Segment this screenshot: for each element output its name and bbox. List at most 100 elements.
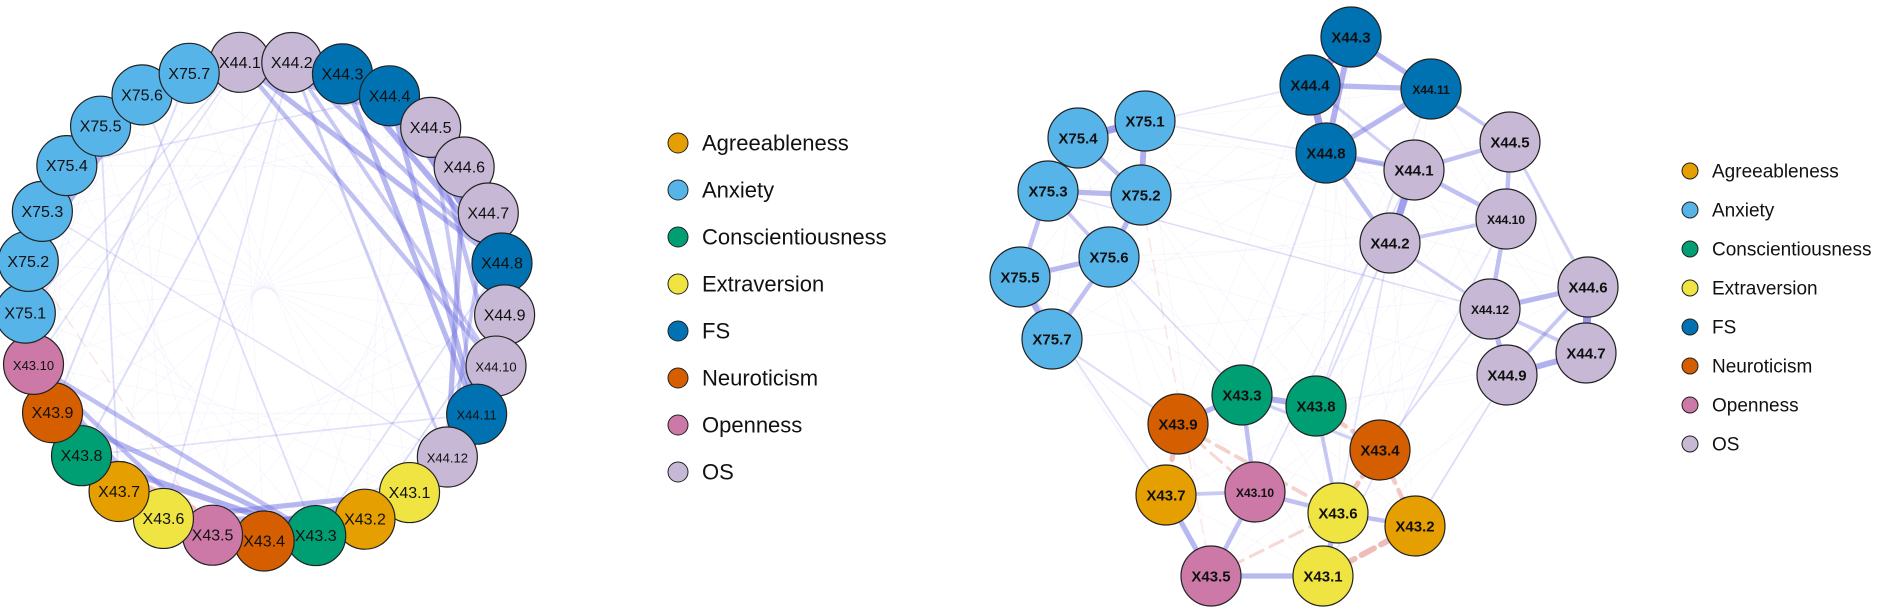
node-x44-4: X44.4 [1279,54,1341,116]
positive-edge-x75-5-x43-7 [99,125,120,493]
node-label: X43.6 [143,511,185,528]
legend-swatch [667,226,689,248]
faint-edge [1337,36,1352,514]
node-x44-1: X44.1 [1383,139,1445,201]
node-circle [1384,495,1446,557]
node-x44-9: X44.9 [473,284,536,346]
node-label: X43.5 [1191,569,1230,586]
node-label: X44.8 [481,256,523,273]
node-circle [989,246,1051,308]
faint-edge [1108,256,1508,376]
node-x75-7: X75.7 [158,42,220,104]
node-circle [1475,188,1537,250]
faint-edge [81,365,497,457]
faint-edge [1177,423,1416,527]
node-label: X43.3 [1222,388,1261,405]
node-label: X44.1 [1394,163,1433,180]
faint-edge [28,260,505,316]
faint-edge [141,94,410,493]
legend-item-agreeableness: Agreeableness [1681,162,1839,183]
legend-item-openness: Openness [1681,396,1799,417]
node-x43-10: X43.10 [1224,461,1286,523]
node-x43-5: X43.5 [1180,545,1242,607]
node-circle [400,96,462,158]
faint-edge [33,212,489,365]
faint-edge [118,95,390,492]
node-label: X44.3 [322,66,364,83]
faint-edge [364,95,390,520]
faint-edge [42,126,431,212]
node-circle [69,95,132,157]
positive-edge-x44-2-x43-6 [162,61,293,520]
node-label: X44.5 [410,120,452,137]
node-x43-2: X43.2 [334,488,396,550]
node-label: X75.4 [46,158,88,175]
legend-label: Neuroticism [702,366,818,391]
node-circle [1400,58,1462,120]
faint-edge [1315,141,1511,407]
faint-edge [1077,137,1327,154]
node-label: X75.7 [1032,332,1071,349]
positive-edge-x44-2-x44-10 [289,60,498,368]
node-circle [1557,256,1619,318]
legend-label: Agreeableness [1712,162,1839,183]
legend-label: Extraversion [1712,279,1818,300]
node-circle [1224,461,1286,523]
node-x44-5: X44.5 [1479,111,1541,173]
node-label: X44.3 [1331,30,1370,47]
legend-item-fs: FS [1681,318,1736,339]
faint-edge [1337,352,1587,514]
node-circle [88,460,150,523]
node-x43-5: X43.5 [181,504,244,566]
node-x44-2: X44.2 [261,31,323,94]
node-circle [1017,160,1079,222]
faint-edge [1140,194,1317,407]
positive-edge-x44-2-x43-8 [80,61,293,457]
node-label: X44.7 [467,205,509,222]
node-x75-6: X75.6 [111,64,173,126]
legend-swatch [667,414,689,436]
node-x43-1: X43.1 [1292,545,1354,607]
node-x43-3: X43.3 [1211,364,1273,426]
node-label: X43.4 [243,533,285,550]
legend-swatch [1681,396,1699,414]
legend-label: Conscientiousness [702,225,887,250]
legend-item-agreeableness: Agreeableness [667,131,849,156]
faint-edge [66,165,265,542]
faint-edge [42,211,317,536]
node-label: X75.1 [1125,114,1164,131]
faint-edge [1254,308,1491,493]
node-circle [1479,111,1541,173]
node-x44-12: X44.12 [416,426,478,488]
node-circle [50,425,113,487]
node-x44-12: X44.12 [1459,278,1521,340]
node-x43-1: X43.1 [378,461,441,524]
faint-edge [100,126,213,536]
node-label: X44.8 [1306,146,1345,163]
faint-edge [163,73,343,519]
legend-label: OS [702,460,734,485]
node-x44-9: X44.9 [1476,344,1538,406]
node-label: X44.10 [1487,213,1525,227]
legend-swatch [667,320,689,342]
node-circle [358,65,421,127]
positive-edge-x75-1-x44-1 [1144,120,1415,171]
legend-item-fs: FS [667,319,730,344]
node-circle [158,42,220,104]
faint-edge [33,363,448,458]
node-x43-8: X43.8 [50,425,113,487]
legend-item-extraversion: Extraversion [1681,279,1818,300]
node-label: X75.2 [1121,188,1160,205]
node-label: X43.7 [1146,488,1185,505]
node-x44-3: X44.3 [1320,6,1382,68]
node-label: X75.6 [121,87,163,104]
faint-edge [28,260,366,520]
faint-edge [1051,338,1324,577]
node-circle [1047,107,1109,169]
node-x75-1: X75.1 [0,282,56,344]
node-circle [1292,545,1354,607]
node-circle [1383,139,1445,201]
node-label: X44.4 [1290,78,1330,95]
node-label: X44.11 [457,408,497,423]
